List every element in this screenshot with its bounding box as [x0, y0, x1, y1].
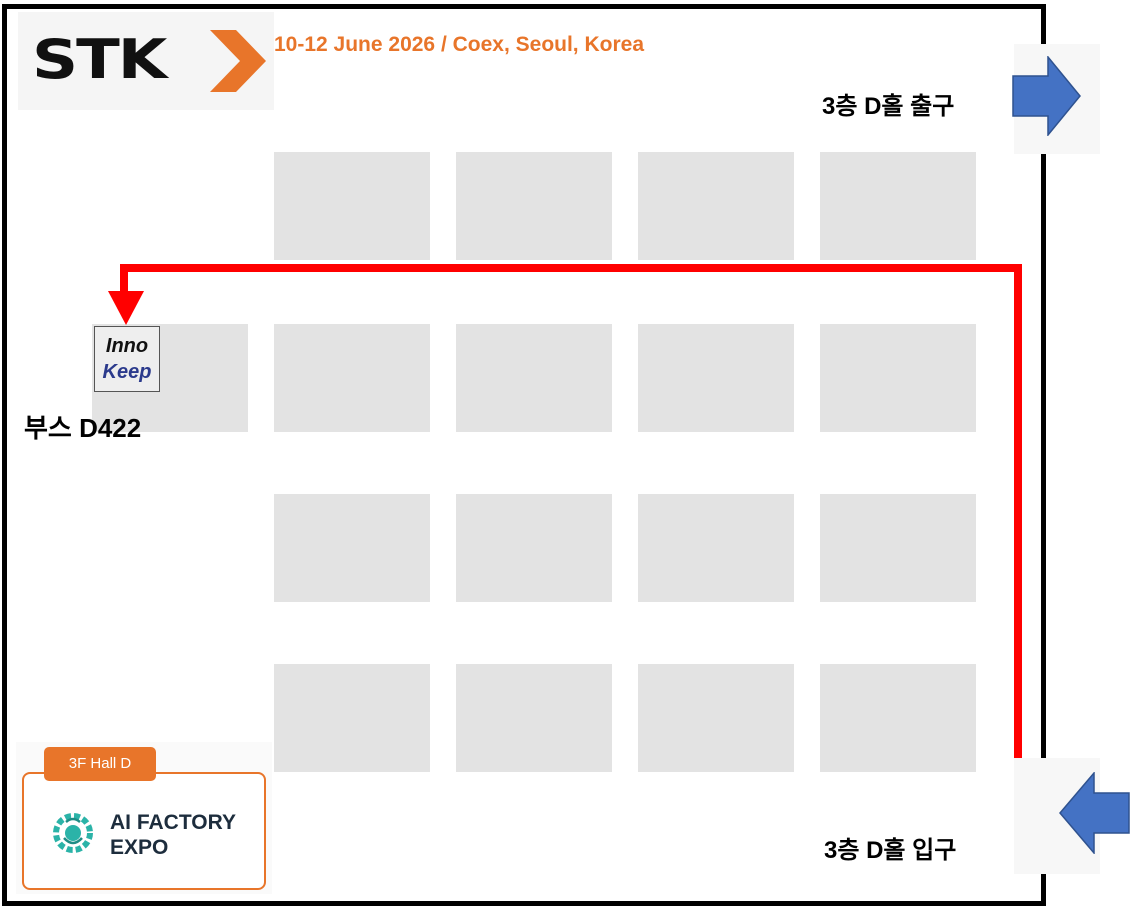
booth-block [456, 664, 612, 772]
entrance-label: 3층 D홀 입구 [824, 837, 957, 864]
booth-block [820, 664, 976, 772]
booth-block [456, 324, 612, 432]
event-date-location: 10-12 June 2026 / Coex, Seoul, Korea [274, 33, 645, 56]
exit-label: 3층 D홀 출구 [822, 93, 955, 120]
route-segment-down [120, 264, 128, 294]
booth-logo-line1: Inno [105, 335, 149, 357]
chevron-right-icon [210, 30, 266, 92]
booth-block [456, 494, 612, 602]
booth-block [638, 152, 794, 260]
booth-block [456, 152, 612, 260]
booth-block [820, 494, 976, 602]
booth-block [274, 664, 430, 772]
innokeep-booth-logo[interactable]: Inno Keep [94, 326, 160, 392]
booth-block [638, 664, 794, 772]
route-arrowhead-icon [108, 291, 144, 325]
expo-name: AI FACTORY EXPO [110, 810, 236, 860]
expo-card [22, 772, 266, 890]
booth-block [274, 152, 430, 260]
brain-gear-icon [53, 813, 93, 853]
booth-logo-line2: Keep [102, 361, 152, 383]
expo-name-line2: EXPO [110, 836, 169, 859]
booth-block [638, 324, 794, 432]
booth-block [274, 494, 430, 602]
route-segment-top [120, 264, 1022, 272]
hall-tag: 3F Hall D [44, 747, 156, 781]
booth-block [638, 494, 794, 602]
route-segment-right [1014, 264, 1022, 820]
arrow-left-icon [1059, 772, 1130, 854]
expo-name-line1: AI FACTORY [110, 811, 237, 834]
booth-label: 부스 D422 [24, 413, 142, 443]
arrow-right-icon [1012, 56, 1081, 136]
stk-logo-text: STK [32, 28, 167, 92]
booth-block [820, 324, 976, 432]
stk-logo [18, 12, 274, 110]
booth-block [820, 152, 976, 260]
hall-wall [2, 4, 1046, 906]
booth-block [274, 324, 430, 432]
